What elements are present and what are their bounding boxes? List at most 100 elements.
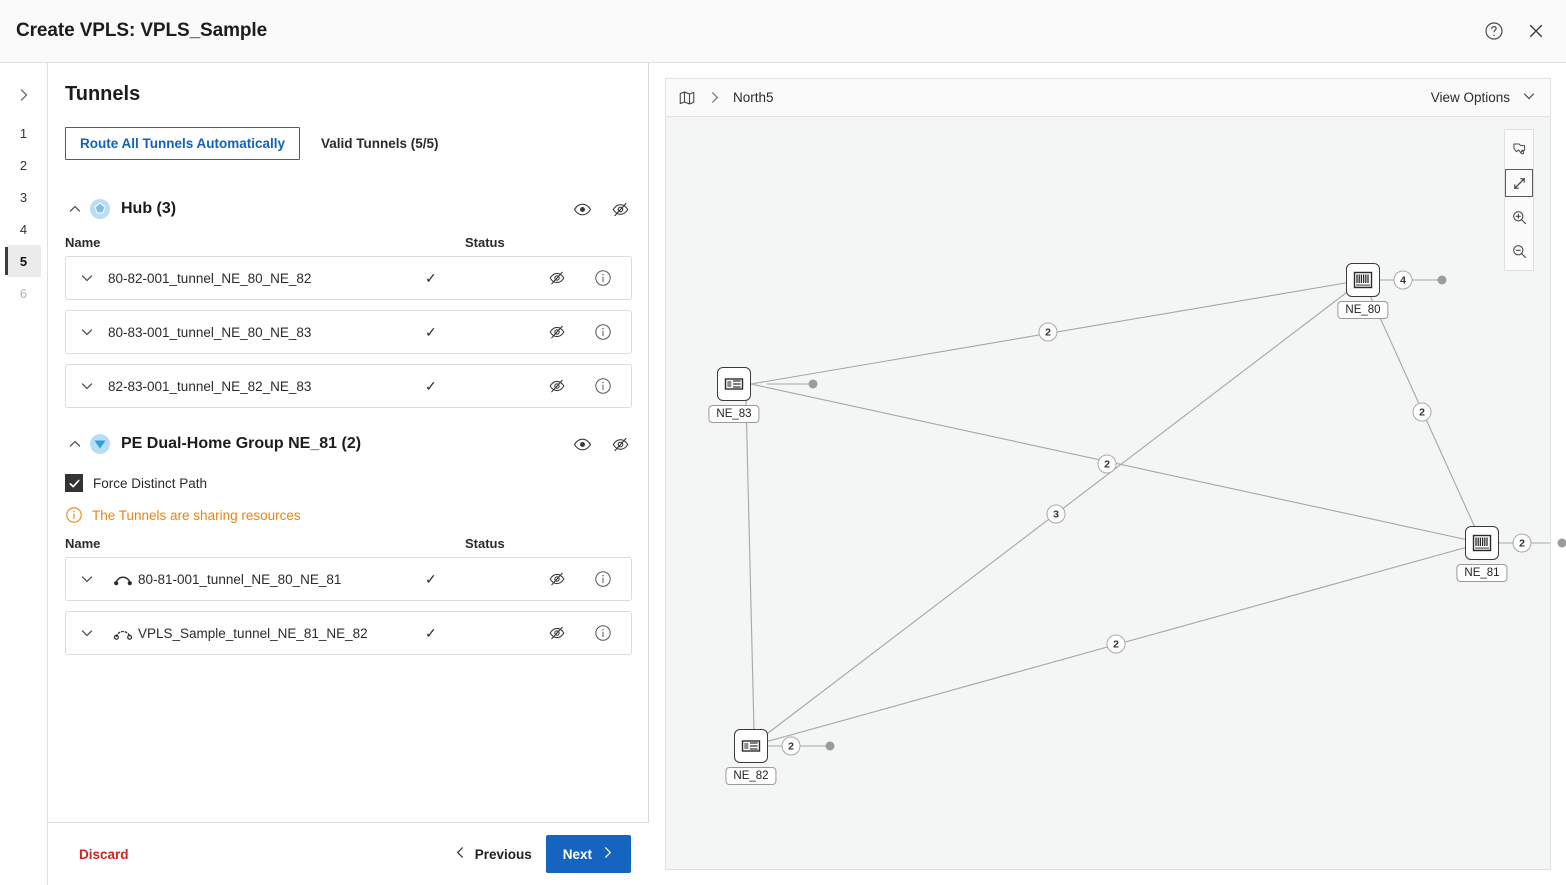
eye-off-icon[interactable] [608,197,632,221]
group-header-pe-dual-home[interactable]: PE Dual-Home Group NE_81 (2) [48,430,649,458]
wizard-step-5[interactable]: 5 [4,245,41,277]
view-options-dropdown[interactable]: View Options [1431,89,1536,106]
breadcrumb[interactable]: North5 [733,90,774,105]
force-distinct-path-checkbox[interactable] [65,474,83,492]
chevron-up-icon[interactable] [65,202,85,216]
tunnel-name: 80-81-001_tunnel_NE_80_NE_81 [138,571,342,587]
chevron-left-icon [454,846,467,862]
table-row[interactable]: 82-83-001_tunnel_NE_82_NE_83 ✓ [65,364,632,408]
wizard-step-2[interactable]: 2 [7,149,41,181]
link-count-badge[interactable]: 2 [1038,322,1058,342]
wizard-step-6: 6 [7,277,41,309]
lasso-select-icon[interactable] [1506,136,1532,162]
topology-canvas[interactable]: 2 2 3 2 2 4 2 2 [666,117,1566,869]
help-circle-icon[interactable] [1482,19,1506,43]
network-node-ne-83[interactable]: NE_83 [708,367,760,423]
table-row[interactable]: 80-82-001_tunnel_NE_80_NE_82 ✓ [65,256,632,300]
folded-map-icon[interactable] [678,89,696,107]
status-check: ✓ [425,323,437,340]
chevron-up-icon[interactable] [65,437,85,451]
step-label: 5 [19,253,28,269]
hub-tunnel-rows: 80-82-001_tunnel_NE_80_NE_82 ✓ [48,256,649,408]
column-name: Name [65,235,101,250]
network-node-ne-81[interactable]: NE_81 [1456,526,1508,582]
next-button[interactable]: Next [545,835,631,873]
group-header-hub[interactable]: Hub (3) [48,195,649,223]
eye-off-icon[interactable] [545,621,569,645]
chassis-vertical-icon [1465,526,1499,560]
topology-map-panel: North5 View Options [665,78,1566,870]
eye-off-icon[interactable] [545,567,569,591]
shelf-horizontal-icon [734,729,768,763]
link-count-badge[interactable]: 2 [1106,634,1126,654]
group-label: Hub (3) [121,200,177,217]
tunnel-group-pe-dual-home: PE Dual-Home Group NE_81 (2) For [48,430,649,655]
info-icon[interactable] [591,320,615,344]
node-label: NE_83 [708,405,760,423]
wizard-step-4[interactable]: 4 [7,213,41,245]
info-icon[interactable] [591,567,615,591]
info-icon[interactable] [591,621,615,645]
eye-off-icon[interactable] [545,266,569,290]
column-name: Name [65,536,101,551]
stub-count-badge[interactable]: 2 [781,736,801,756]
table-row[interactable]: VPLS_Sample_tunnel_NE_81_NE_82 ✓ [65,611,632,655]
chevron-down-icon[interactable] [66,325,108,339]
force-distinct-path-label: Force Distinct Path [93,475,208,491]
network-node-ne-80[interactable]: NE_80 [1337,263,1389,319]
tunnels-panel: Tunnels Route All Tunnels Automatically … [48,63,649,885]
chevron-down-icon[interactable] [66,379,108,393]
panel-toolbar: Route All Tunnels Automatically Valid Tu… [65,127,439,160]
eye-off-icon[interactable] [545,374,569,398]
row-actions [545,266,631,290]
table-row[interactable]: 80-81-001_tunnel_NE_80_NE_81 ✓ [65,557,632,601]
row-actions [545,621,631,645]
previous-button[interactable]: Previous [454,846,532,862]
group-label: PE Dual-Home Group NE_81 (2) [121,435,362,452]
close-icon[interactable] [1524,19,1548,43]
info-icon[interactable] [591,266,615,290]
chevron-right-icon [601,846,614,862]
info-icon[interactable] [591,374,615,398]
stub-count-badge[interactable]: 2 [1512,533,1532,553]
network-node-ne-82[interactable]: NE_82 [725,729,777,785]
chevron-right-icon [708,91,721,104]
discard-button[interactable]: Discard [79,846,129,862]
wizard-step-1[interactable]: 1 [7,117,41,149]
chevron-down-icon[interactable] [66,271,108,285]
page-title: Create VPLS: VPLS_Sample [16,20,268,41]
link-count-badge[interactable]: 3 [1046,504,1066,524]
route-all-tunnels-button[interactable]: Route All Tunnels Automatically [65,127,301,160]
valid-tunnels-label: Valid Tunnels (5/5) [321,136,439,151]
column-status: Status [465,235,505,250]
pe-column-headers: Name Status [48,536,649,551]
fit-to-screen-icon[interactable] [1505,169,1533,197]
status-check: ✓ [425,269,437,286]
wizard-step-3[interactable]: 3 [7,181,41,213]
eye-off-icon[interactable] [608,432,632,456]
tunnel-name: VPLS_Sample_tunnel_NE_81_NE_82 [138,625,368,641]
tunnel-status: ✓ [425,378,545,395]
stub-count-badge[interactable]: 4 [1393,270,1413,290]
chevron-down-icon[interactable] [66,572,108,586]
pe-tunnel-rows: 80-81-001_tunnel_NE_80_NE_81 ✓ [48,557,649,655]
zoom-in-icon[interactable] [1506,204,1532,230]
table-row[interactable]: 80-83-001_tunnel_NE_80_NE_83 ✓ [65,310,632,354]
chevron-right-icon[interactable] [8,79,40,111]
tunnel-name: 80-83-001_tunnel_NE_80_NE_83 [108,324,312,340]
eye-off-icon[interactable] [545,320,569,344]
window-actions [1482,19,1548,43]
chevron-down-icon[interactable] [66,626,108,640]
link-count-badge[interactable]: 2 [1412,402,1432,422]
panel-title: Tunnels [65,83,141,105]
link-count-badge[interactable]: 2 [1097,454,1117,474]
map-tool-palette [1504,129,1534,271]
eye-icon[interactable] [570,197,594,221]
group-visibility-actions [570,197,632,221]
tunnel-groups-scroll[interactable]: Hub (3) [48,173,649,813]
zoom-out-icon[interactable] [1506,238,1532,264]
eye-icon[interactable] [570,432,594,456]
step-label: 6 [19,285,28,301]
solid-arc-icon [108,571,138,587]
status-check: ✓ [425,624,437,641]
